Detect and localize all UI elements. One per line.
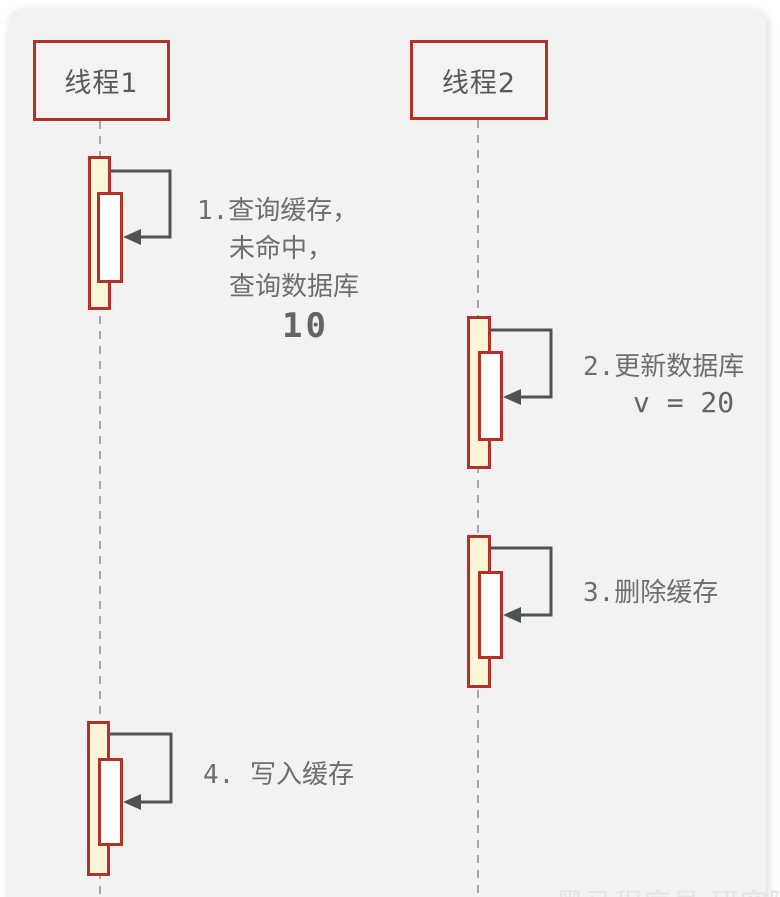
activation-bar-step2-inner xyxy=(478,351,503,441)
watermark-text: 黑马程序员 研究院 xyxy=(556,882,780,897)
step1-label: 1.查询缓存， 未命中， 查询数据库 xyxy=(197,192,359,306)
actor-label-thread1: 线程1 xyxy=(64,68,139,99)
step1-value: 10 xyxy=(282,306,329,346)
step4-line1: 4. 写入缓存 xyxy=(203,760,354,790)
step2-value: v = 20 xyxy=(633,386,735,419)
activation-bar-step4-inner xyxy=(98,758,123,846)
actor-box-thread2: 线程2 xyxy=(410,40,548,120)
activation-bar-step1-inner xyxy=(97,192,123,283)
step3-label: 3.删除缓存 xyxy=(583,574,718,612)
actor-box-thread1: 线程1 xyxy=(33,40,170,121)
step1-line1: 1.查询缓存， xyxy=(197,196,359,226)
step2-line1: 2.更新数据库 xyxy=(583,352,745,382)
step2-label: 2.更新数据库 xyxy=(583,348,744,386)
step3-line1: 3.删除缓存 xyxy=(583,578,719,608)
activation-bar-step3-inner xyxy=(478,571,503,659)
step4-label: 4. 写入缓存 xyxy=(203,756,354,794)
step1-line2: 未命中， xyxy=(229,234,334,264)
step1-line3: 查询数据库 xyxy=(229,272,360,302)
actor-label-thread2: 线程2 xyxy=(441,67,517,99)
